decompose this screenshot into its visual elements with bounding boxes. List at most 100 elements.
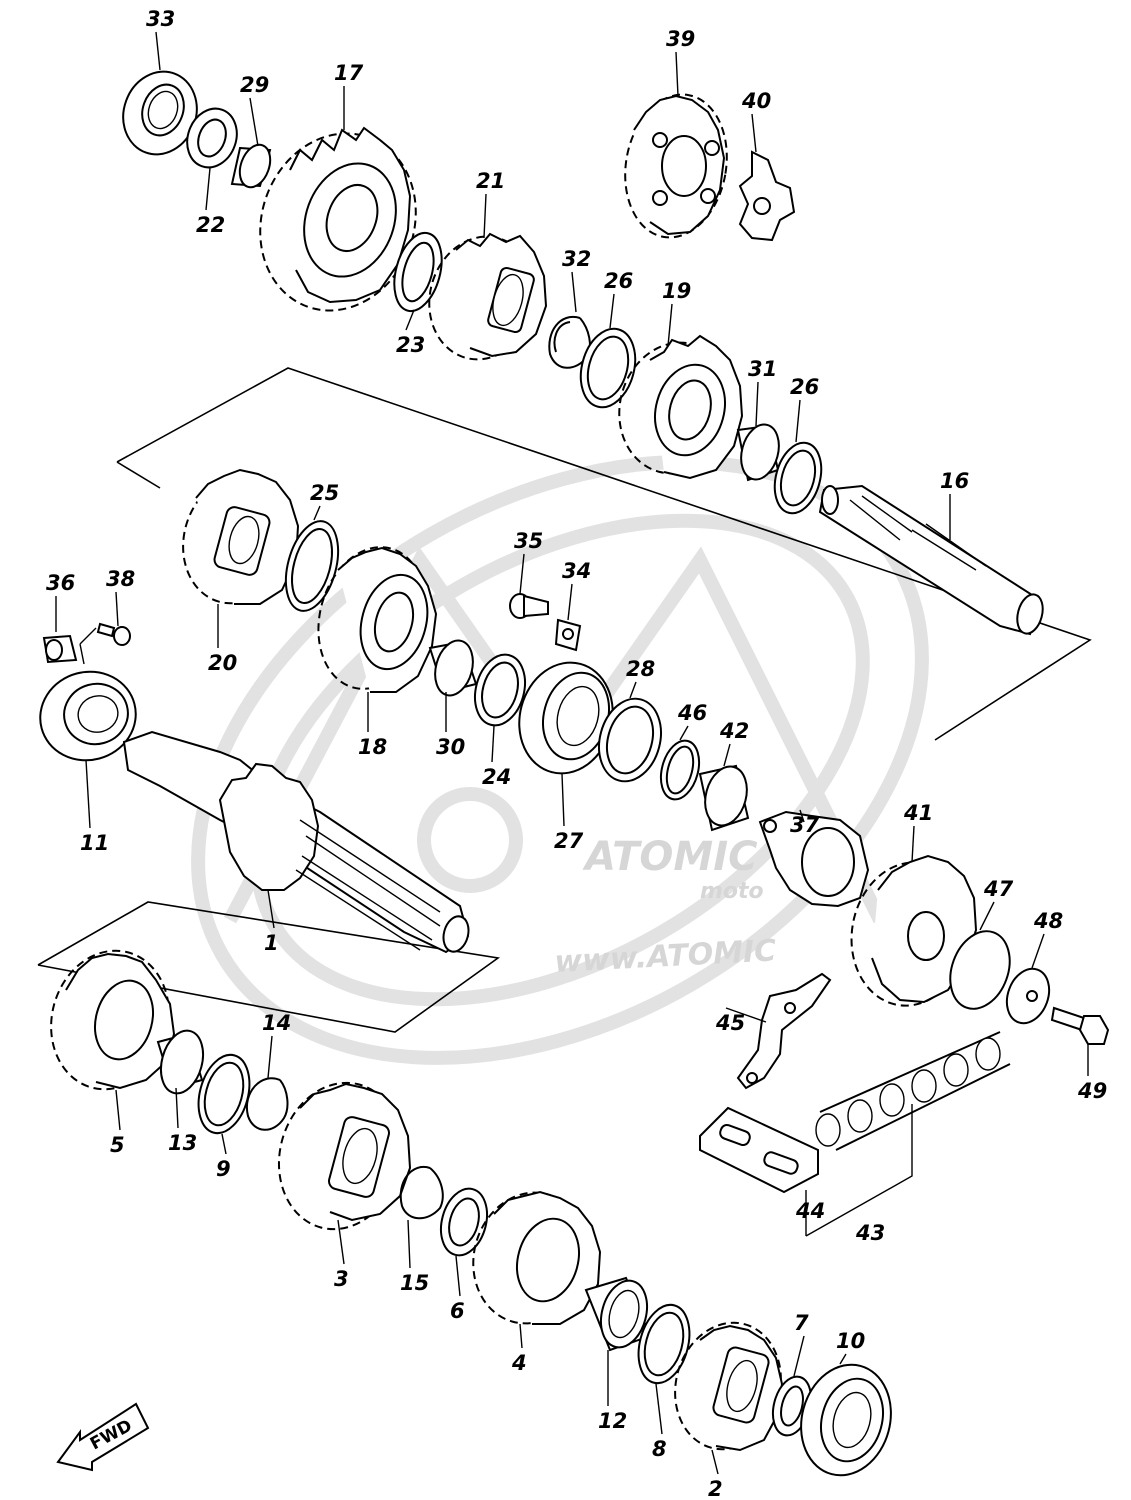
leader-line-22 [205,167,211,211]
part-49-bolt [1050,1006,1110,1045]
leader-line-10 [839,1353,847,1365]
part-46-o-ring [659,739,701,801]
part-24-washer [474,653,526,727]
leader-line-2 [711,1449,719,1475]
callout-17: 17 [334,61,364,85]
part-19-gear [618,334,744,480]
callout-28: 28 [626,657,655,681]
callout-10: 10 [836,1329,865,1353]
callout-1: 1 [264,931,279,955]
callout-26b: 26 [790,375,819,399]
part-3-gear [277,1081,412,1231]
part-18-gear [317,546,438,693]
leader-43-44 [805,1104,913,1237]
part-41-sprocket [850,854,978,1007]
leader-line-47 [979,901,995,931]
callout-23: 23 [396,333,425,357]
part-42-spacer [698,764,750,832]
leader-line-48 [1031,933,1045,969]
callout-37: 37 [790,813,820,837]
leader-line-45 [725,1007,767,1023]
callout-20: 20 [208,651,237,675]
leader-line-1 [267,889,275,929]
leader-line-39 [675,51,679,97]
part-33-bearing [122,70,198,156]
leader-line-33 [155,31,161,71]
callout-44: 44 [795,1199,825,1223]
callout-33: 33 [146,7,175,31]
callout-46: 46 [677,701,707,725]
callout-26a: 26 [604,269,633,293]
part-47-washer [949,930,1011,1010]
part-30-bushing [428,639,478,697]
callout-4: 4 [511,1351,527,1375]
part-26b-washer [773,441,823,515]
fwd-arrow: FWD [56,1402,150,1472]
watermark-brand: ATOMIC [582,834,757,880]
callout-40: 40 [741,89,771,113]
leader-line-14 [267,1035,273,1079]
callout-12: 12 [598,1409,627,1433]
leader-line-3 [337,1219,345,1265]
part-14-circlip [245,1077,289,1131]
part-37-retainer [758,810,870,908]
part-45-guide [736,972,832,1090]
leader-line-19 [667,303,673,347]
leader-line-46 [679,725,689,741]
callout-35: 35 [514,529,543,553]
leader-line-27 [561,773,565,827]
callout-3: 3 [334,1267,349,1291]
assembly-frames [37,367,1092,1033]
leader-line-28 [629,681,637,699]
part-35-bolt [509,593,549,619]
callout-41: 41 [903,801,933,825]
leader-line-4 [519,1323,523,1349]
callout-9: 9 [216,1157,231,1181]
callout-31: 31 [748,357,777,381]
leader-line-26b [795,399,801,443]
part-15-circlip [399,1165,444,1220]
part-1-countershaft [122,730,470,954]
leader-line-13 [175,1087,179,1129]
part-44-master-link [699,1106,819,1194]
part-29-bushing [230,143,272,189]
callout-38: 38 [106,567,135,591]
leader-line-37 [799,809,805,823]
part-13-bushing [156,1029,205,1095]
part-34-washer [554,618,582,652]
leader-line-26a [609,293,615,329]
callout-32: 32 [562,247,591,271]
callout-15: 15 [400,1271,429,1295]
leader-line-35 [519,553,525,595]
part-36-clip [42,634,78,664]
callout-18: 18 [358,735,387,759]
callout-21: 21 [476,169,505,193]
part-8-washer [637,1303,691,1385]
part-9-washer [197,1053,251,1135]
leader-line-40 [751,113,757,153]
callout-7: 7 [794,1311,809,1335]
callout-34: 34 [562,559,591,583]
callout-2: 2 [708,1477,723,1500]
watermark-sub: moto [700,879,764,904]
leader-line-24 [491,725,495,763]
leader-line-41 [911,825,915,863]
leader-line-9 [221,1133,227,1155]
callout-14: 14 [262,1011,291,1035]
watermark-url: www.ATOMIC [554,933,777,980]
leader-line-5 [115,1089,121,1131]
leader-line-42 [723,743,731,767]
part-32-circlip [548,315,591,369]
leader-line-6 [455,1255,461,1297]
callout-27: 27 [554,829,584,853]
part-38-screw [96,622,131,646]
callout-19: 19 [662,279,691,303]
part-39-gear [624,93,728,239]
leader-line-29 [249,97,259,147]
callout-30: 30 [436,735,465,759]
part-26a-washer [579,327,637,409]
leader-line-7 [793,1335,805,1377]
part-4-gear [472,1190,602,1325]
